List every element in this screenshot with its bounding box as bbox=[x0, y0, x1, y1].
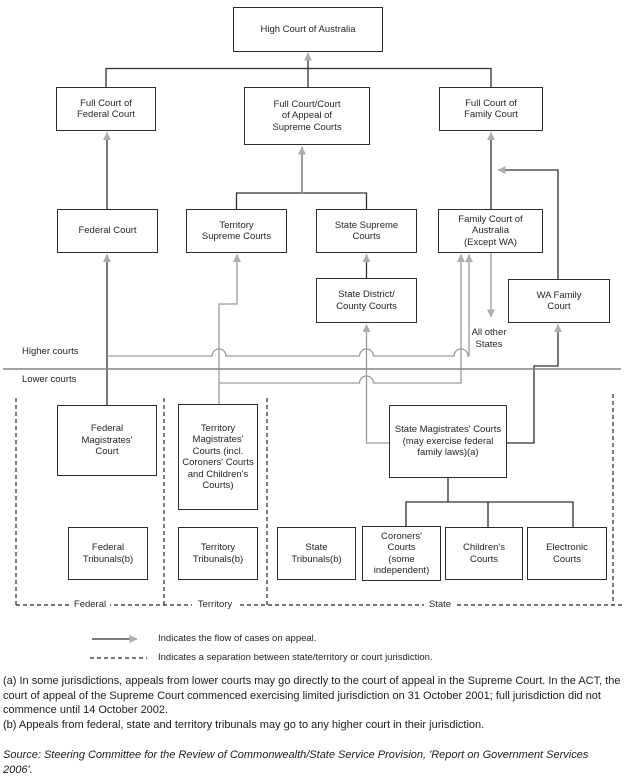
box-state-supreme: State Supreme Courts bbox=[316, 209, 417, 253]
box-family-court-australia: Family Court of Australia (Except WA) bbox=[438, 209, 543, 253]
box-childrens-courts: Children's Courts bbox=[445, 527, 523, 580]
box-federal-court: Federal Court bbox=[57, 209, 158, 253]
footnote-a: (a) In some jurisdictions, appeals from … bbox=[3, 675, 621, 716]
box-full-court-family: Full Court of Family Court bbox=[439, 87, 543, 131]
box-territory-magistrates: Territory Magistrates' Courts (incl. Cor… bbox=[178, 404, 258, 510]
box-federal-tribunals: Federal Tribunals(b) bbox=[68, 527, 148, 580]
box-full-court-federal: Full Court of Federal Court bbox=[56, 87, 156, 131]
label-all-other-states: All other States bbox=[471, 327, 507, 350]
box-wa-family-court: WA Family Court bbox=[508, 279, 610, 323]
box-federal-magistrates: Federal Magistrates' Court bbox=[57, 405, 157, 476]
box-high-court: High Court of Australia bbox=[233, 7, 383, 52]
box-full-court-supreme: Full Court/Court of Appeal of Supreme Co… bbox=[244, 87, 370, 145]
box-state-district: State District/ County Courts bbox=[316, 278, 417, 323]
box-electronic-courts: Electronic Courts bbox=[527, 527, 607, 580]
legend-separation-text: Indicates a separation between state/ter… bbox=[158, 652, 433, 663]
footnote-b: (b) Appeals from federal, state and terr… bbox=[3, 718, 485, 731]
zone-label-state: State bbox=[424, 599, 456, 611]
box-territory-tribunals: Territory Tribunals(b) bbox=[178, 527, 258, 580]
zone-label-federal: Federal bbox=[70, 599, 110, 611]
box-territory-supreme: Territory Supreme Courts bbox=[186, 209, 287, 253]
label-higher-courts: Higher courts bbox=[22, 346, 79, 357]
label-lower-courts: Lower courts bbox=[22, 374, 77, 385]
footnotes: (a) In some jurisdictions, appeals from … bbox=[3, 674, 621, 732]
box-state-magistrates: State Magistrates' Courts (may exercise … bbox=[389, 405, 507, 478]
box-coroners-courts: Coroners' Courts (some independent) bbox=[362, 526, 441, 581]
legend-flow-text: Indicates the flow of cases on appeal. bbox=[158, 633, 317, 644]
source-citation: Source: Steering Committee for the Revie… bbox=[3, 749, 589, 776]
box-state-tribunals: State Tribunals(b) bbox=[277, 527, 356, 580]
zone-label-territory: Territory bbox=[192, 599, 238, 611]
